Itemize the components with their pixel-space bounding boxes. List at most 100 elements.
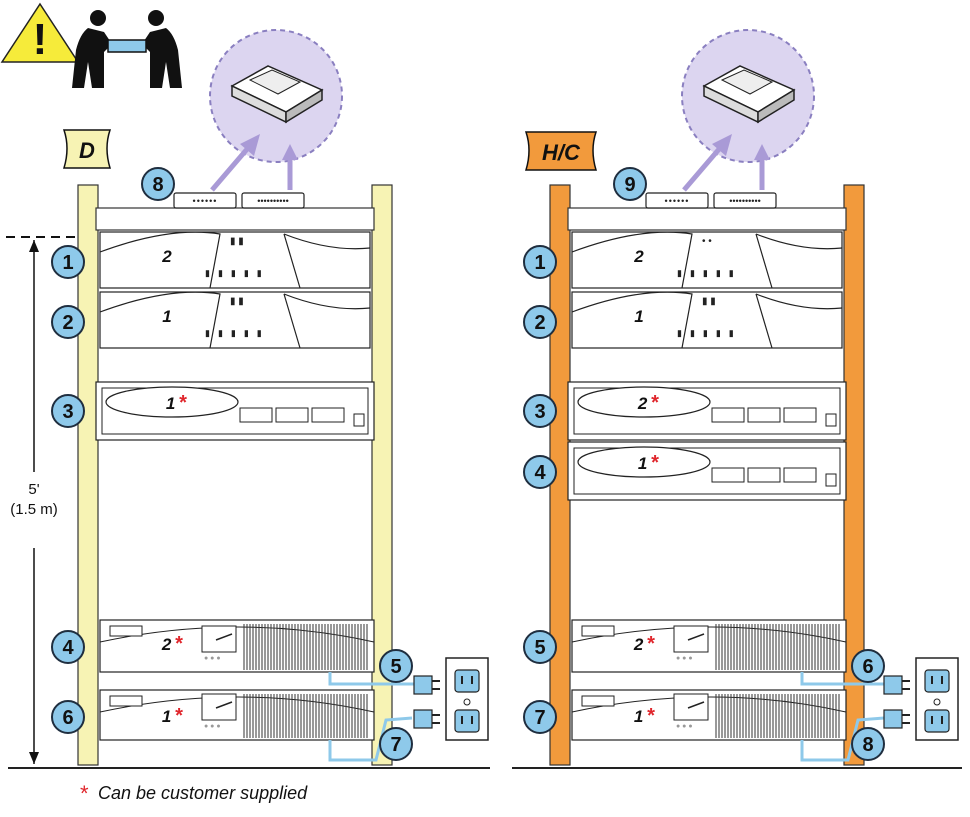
- svg-text:8: 8: [152, 174, 163, 196]
- svg-text:6: 6: [62, 707, 73, 729]
- svg-text:1: 1: [62, 252, 73, 274]
- svg-text:▮▮▮▮▮: ▮▮▮▮▮: [205, 328, 270, 338]
- svg-text:8: 8: [862, 734, 873, 756]
- svg-text:••••••••••: ••••••••••: [257, 196, 289, 206]
- power-plugs-hc: [883, 675, 910, 729]
- svg-text:1*: 1*: [162, 705, 183, 727]
- svg-text:1*: 1*: [634, 705, 655, 727]
- callout-d-1: 1: [51, 245, 85, 279]
- callout-hc-3: 3: [523, 394, 557, 428]
- network-switch-d: 1*: [95, 381, 375, 441]
- svg-text:H/C: H/C: [542, 140, 581, 165]
- wall-outlet-d: [445, 657, 489, 741]
- svg-text:5: 5: [390, 656, 401, 678]
- svg-text:1*: 1*: [166, 392, 187, 414]
- rack-config-d: D •••••• ••••••••••: [51, 29, 489, 766]
- legend-note: * Can be customer supplied: [80, 781, 308, 806]
- ups-unit-bottom-d: ● ● ● 1*: [99, 689, 375, 741]
- svg-text:1: 1: [534, 252, 545, 274]
- height-feet-label: 5': [28, 481, 39, 498]
- kvm-keyboard-icon: [230, 65, 324, 124]
- svg-text:2*: 2*: [633, 633, 655, 655]
- svg-text:▮▮▮▮▮: ▮▮▮▮▮: [205, 268, 270, 278]
- callout-d-8: 8: [141, 167, 175, 201]
- server-unit-top-hc: • • ▮▮▮▮▮ 2: [571, 231, 843, 289]
- svg-text:▮ ▮: ▮ ▮: [702, 296, 716, 307]
- svg-text:1*: 1*: [638, 452, 659, 474]
- svg-text:4: 4: [62, 637, 74, 659]
- svg-text:• •: • •: [702, 236, 712, 247]
- keyboard-zoom-hc: [681, 29, 815, 192]
- svg-text:2: 2: [633, 247, 644, 266]
- callout-hc-8: 8: [851, 727, 885, 761]
- rack-config-hc: H/C •••••• ••••••••••: [523, 29, 959, 766]
- svg-text:5: 5: [534, 637, 545, 659]
- svg-text:● ● ●: ● ● ●: [204, 723, 221, 730]
- two-person-lift-icon: [72, 10, 182, 88]
- height-meters-label: (1.5 m): [10, 501, 58, 518]
- callout-hc-5: 5: [523, 630, 557, 664]
- svg-text:2: 2: [161, 247, 172, 266]
- server-unit-top-d: ▮ ▮ ▮▮▮▮▮ 2: [99, 231, 371, 289]
- callout-hc-7: 7: [523, 700, 557, 734]
- svg-text:D: D: [79, 138, 95, 163]
- svg-text:2: 2: [534, 312, 545, 334]
- svg-text:● ● ●: ● ● ●: [676, 723, 693, 730]
- config-label-hc: H/C: [524, 131, 598, 171]
- wall-outlet-hc: [915, 657, 959, 741]
- rack-top-shelf-d: [95, 207, 375, 231]
- svg-text:9: 9: [624, 174, 635, 196]
- callout-d-2: 2: [51, 305, 85, 339]
- network-switch-bottom-hc: 1*: [567, 441, 847, 501]
- kvm-keyboard-icon: [702, 65, 796, 124]
- server-unit-bottom-hc: ▮ ▮ ▮▮▮▮▮ 1: [571, 291, 843, 349]
- svg-text:1: 1: [634, 307, 643, 326]
- svg-text:● ● ●: ● ● ●: [676, 655, 693, 662]
- svg-text:● ● ●: ● ● ●: [204, 655, 221, 662]
- callout-d-4: 4: [51, 630, 85, 664]
- svg-text:2: 2: [62, 312, 73, 334]
- warning-lift-icon: !: [0, 2, 182, 88]
- svg-text:6: 6: [862, 656, 873, 678]
- config-label-d: D: [62, 129, 112, 169]
- callout-hc-6: 6: [851, 649, 885, 683]
- svg-text:▮ ▮: ▮ ▮: [230, 236, 244, 247]
- power-plugs-d: [413, 675, 440, 729]
- svg-text:••••••••••: ••••••••••: [729, 196, 761, 206]
- svg-text:3: 3: [534, 401, 545, 423]
- svg-text:7: 7: [534, 707, 545, 729]
- svg-text:4: 4: [534, 462, 546, 484]
- rack-rail-right-d: [371, 184, 393, 766]
- ups-unit-top-d: ● ● ● 2*: [99, 619, 375, 673]
- kvm-connectors-hc: •••••• ••••••••••: [645, 192, 777, 209]
- svg-text:▮▮▮▮▮: ▮▮▮▮▮: [677, 328, 742, 338]
- kvm-connectors-d: •••••• ••••••••••: [173, 192, 305, 209]
- server-unit-bottom-d: ▮ ▮ ▮▮▮▮▮ 1: [99, 291, 371, 349]
- svg-text:3: 3: [62, 401, 73, 423]
- callout-d-7: 7: [379, 727, 413, 761]
- svg-text:7: 7: [390, 734, 401, 756]
- callout-hc-4: 4: [523, 455, 557, 489]
- warning-triangle-icon: [0, 2, 80, 63]
- callout-hc-9: 9: [613, 167, 647, 201]
- ups-unit-top-hc: ● ● ● 2*: [571, 619, 847, 673]
- svg-text:▮▮▮▮▮: ▮▮▮▮▮: [677, 268, 742, 278]
- rack-top-shelf-hc: [567, 207, 847, 231]
- height-marker: 5' (1.5 m): [6, 236, 80, 764]
- callout-d-5: 5: [379, 649, 413, 683]
- svg-text:••••••: ••••••: [193, 196, 218, 206]
- callout-hc-2: 2: [523, 305, 557, 339]
- callout-hc-1: 1: [523, 245, 557, 279]
- svg-text:2*: 2*: [637, 392, 659, 414]
- warning-exclamation: !: [33, 15, 48, 64]
- svg-text:2*: 2*: [161, 633, 183, 655]
- legend-text: Can be customer supplied: [98, 783, 308, 803]
- svg-text:••••••: ••••••: [665, 196, 690, 206]
- legend-asterisk: *: [80, 781, 89, 806]
- callout-d-3: 3: [51, 394, 85, 428]
- keyboard-zoom-d: [209, 29, 343, 192]
- svg-text:1: 1: [162, 307, 171, 326]
- svg-text:▮ ▮: ▮ ▮: [230, 296, 244, 307]
